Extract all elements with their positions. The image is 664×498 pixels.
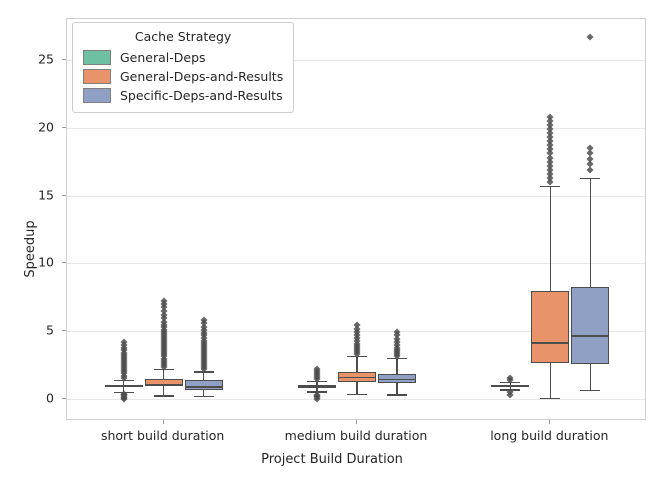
x-tick-mark xyxy=(549,420,551,424)
median-line xyxy=(338,376,376,379)
x-tick-label: medium build duration xyxy=(284,428,428,443)
legend-item[interactable]: General-Deps xyxy=(83,48,283,67)
box-general-deps-medium xyxy=(67,19,645,419)
y-tick-label: 25 xyxy=(38,51,54,67)
legend-item-label: Specific-Deps-and-Results xyxy=(120,88,283,103)
median-line xyxy=(571,335,610,338)
whisker-upper xyxy=(316,380,318,386)
box-rect xyxy=(378,374,416,383)
cap-lower xyxy=(387,394,407,396)
gridline-25 xyxy=(67,59,645,61)
y-tick-label: 15 xyxy=(38,187,54,203)
y-tick-label: 20 xyxy=(38,119,54,135)
box-general-deps-long xyxy=(67,19,645,419)
box-general-deps-short xyxy=(67,19,645,419)
whisker-lower xyxy=(509,386,512,390)
gridline-15 xyxy=(67,195,645,197)
legend-swatch-icon xyxy=(83,88,111,103)
median-line xyxy=(144,384,183,386)
median-line xyxy=(378,378,416,381)
median-line xyxy=(104,385,143,388)
gridline-20 xyxy=(67,127,645,129)
median-line xyxy=(184,386,223,388)
median-line xyxy=(531,342,570,344)
median-line xyxy=(298,385,336,388)
y-tick-mark xyxy=(62,398,66,400)
box-specific-deps-and-results-medium xyxy=(67,19,645,419)
whisker-upper xyxy=(509,381,512,385)
legend-item-label: General-Deps-and-Results xyxy=(120,69,284,84)
legend-item[interactable]: Specific-Deps-and-Results xyxy=(83,86,283,105)
y-tick-mark xyxy=(62,126,66,128)
x-axis-label: Project Build Duration xyxy=(261,452,403,467)
legend-title: Cache Strategy xyxy=(134,29,232,44)
y-tick-mark xyxy=(62,58,66,60)
whisker-lower xyxy=(316,386,318,392)
box-rect xyxy=(571,286,610,364)
x-tick-label: short build duration xyxy=(100,428,225,443)
whisker-upper xyxy=(549,186,552,291)
y-tick-mark xyxy=(62,330,66,332)
whisker-upper xyxy=(202,371,205,381)
cap-lower xyxy=(153,395,174,397)
box-rect xyxy=(531,290,570,363)
whisker-lower xyxy=(356,382,358,394)
legend-item[interactable]: General-Deps-and-Results xyxy=(83,67,283,86)
gridline-0 xyxy=(67,399,645,401)
x-tick-mark xyxy=(162,420,164,424)
whisker-upper xyxy=(589,177,592,287)
whisker-lower xyxy=(396,382,398,395)
whisker-upper xyxy=(396,357,398,375)
box-general-deps-and-results-medium xyxy=(67,19,645,419)
x-tick-mark xyxy=(356,420,357,424)
box-general-deps-and-results-short xyxy=(67,19,645,419)
legend-item-label: General-Deps xyxy=(120,50,206,65)
whisker-lower xyxy=(162,385,165,396)
y-tick-mark xyxy=(62,262,66,264)
whisker-lower xyxy=(589,363,592,390)
y-tick-label: 0 xyxy=(46,390,54,406)
cap-lower xyxy=(193,395,214,398)
y-tick-label: 5 xyxy=(46,322,54,338)
x-tick-label: long build duration xyxy=(490,428,609,443)
box-general-deps-and-results-long xyxy=(67,19,645,419)
outlier-point xyxy=(586,155,594,163)
whisker-upper xyxy=(122,379,125,385)
whisker-upper xyxy=(356,355,358,373)
box-rect xyxy=(184,380,223,390)
cap-upper xyxy=(540,186,561,188)
median-line xyxy=(491,385,530,388)
legend-swatch-icon xyxy=(83,69,111,84)
box-specific-deps-and-results-long xyxy=(67,19,645,419)
outlier-point xyxy=(586,33,594,41)
whisker-lower xyxy=(549,362,552,398)
legend-swatch-icon xyxy=(83,50,111,65)
cap-upper xyxy=(580,177,601,180)
gridline-10 xyxy=(67,263,645,265)
cap-lower xyxy=(540,397,561,400)
outlier-point xyxy=(586,166,594,174)
box-specific-deps-and-results-short xyxy=(67,19,645,419)
cap-lower xyxy=(580,389,601,392)
whisker-lower xyxy=(202,389,205,396)
cap-lower xyxy=(347,393,367,395)
y-tick-mark xyxy=(62,194,66,196)
whisker-upper xyxy=(162,368,165,379)
whisker-lower xyxy=(122,386,125,392)
y-tick-label: 10 xyxy=(38,254,54,270)
